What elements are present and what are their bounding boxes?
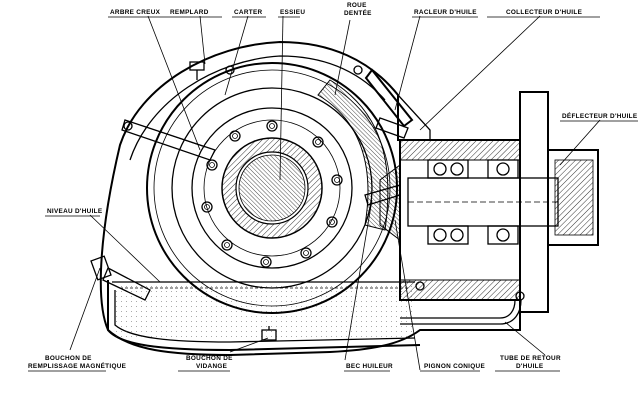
filler-bolt-top — [189, 61, 205, 80]
housing-bolts — [123, 65, 525, 301]
label-niveau: NIVEAU D'HUILE — [47, 208, 103, 215]
oil-scraper — [364, 68, 414, 139]
label-bouchon-remp-line1: BOUCHON DE — [45, 355, 92, 362]
label-deflecteur: DÉFLECTEUR D'HUILE — [562, 111, 638, 120]
label-carter: CARTER — [234, 9, 263, 16]
axle — [221, 137, 323, 239]
magnetic-filler-plug — [90, 255, 151, 301]
drain-plug — [261, 326, 277, 341]
leader-lines — [28, 15, 638, 372]
hollow-shaft-arm — [121, 119, 216, 161]
label-essieu: ESSIEU — [280, 9, 305, 16]
label-bouchon-remp-line2: REMPLISSAGE MAGNÉTIQUE — [28, 361, 127, 370]
label-pignon: PIGNON CONIQUE — [424, 363, 485, 370]
pinion-housing — [379, 91, 599, 313]
label-racleur: RACLEUR D'HUILE — [414, 9, 477, 16]
label-roue-line2: DENTÉE — [344, 8, 372, 17]
label-collecteur: COLLECTEUR D'HUILE — [506, 9, 583, 16]
bearing-2 — [487, 159, 519, 245]
label-remplard: REMPLARD — [170, 9, 209, 16]
bearing-1 — [427, 159, 469, 245]
oil-bath — [112, 281, 415, 337]
hub-bolts — [201, 120, 343, 268]
label-arbre-creux: ARBRE CREUX — [110, 9, 161, 16]
label-tube-line1: TUBE DE RETOUR — [500, 355, 561, 362]
label-tube-line2: D'HUILE — [516, 363, 544, 370]
label-bouchon-vid-line1: BOUCHON DE — [186, 355, 233, 362]
callout-labels: ARBRE CREUX REMPLARD CARTER ESSIEU ROUE … — [28, 2, 638, 370]
label-roue-line1: ROUE — [347, 2, 367, 9]
oil-collector — [397, 93, 431, 141]
label-bouchon-vid-line2: VIDANGE — [196, 363, 228, 370]
oil-return-tube — [400, 299, 522, 325]
oil-spout — [364, 184, 401, 206]
label-bec-huileur: BEC HUILEUR — [346, 363, 393, 370]
